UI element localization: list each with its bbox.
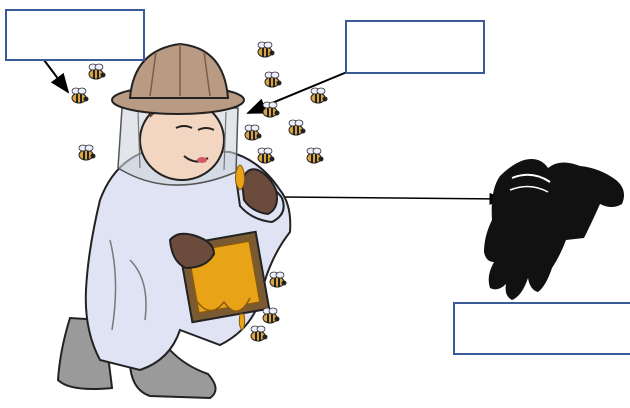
bee-icon bbox=[88, 63, 107, 80]
arrow-gloves bbox=[282, 192, 505, 205]
bee-icon bbox=[310, 87, 329, 104]
bee-icon bbox=[71, 87, 90, 104]
bee-icon bbox=[262, 101, 281, 118]
label-box-veil[interactable] bbox=[345, 20, 485, 74]
bee-icon bbox=[264, 71, 283, 88]
arrow-bees bbox=[43, 59, 70, 94]
label-box-bees[interactable] bbox=[5, 9, 145, 61]
arrow-veil bbox=[246, 71, 348, 114]
label-box-gloves[interactable] bbox=[453, 302, 630, 355]
bee-icon bbox=[78, 144, 97, 161]
beekeeper-figure bbox=[56, 42, 292, 400]
bee-icon bbox=[257, 41, 276, 58]
glove-icon bbox=[484, 159, 624, 300]
bee-icon bbox=[244, 124, 263, 141]
bee-icon bbox=[262, 307, 281, 324]
bee-icon bbox=[257, 147, 276, 164]
bee-icon bbox=[288, 119, 307, 136]
bee-icon bbox=[269, 271, 288, 288]
bee-icon bbox=[250, 325, 269, 342]
bee-icon bbox=[306, 147, 325, 164]
